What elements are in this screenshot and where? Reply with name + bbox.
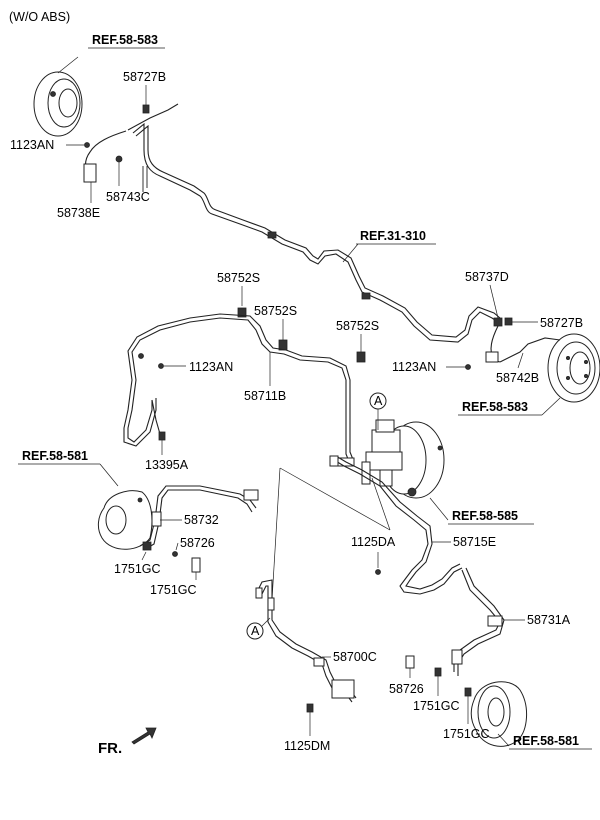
front-left-caliper — [97, 490, 153, 550]
leader-ref-585 — [429, 497, 449, 521]
ref-58-585: REF.58-585 — [452, 509, 518, 523]
ref-58-581-left: REF.58-581 — [22, 449, 88, 463]
ref-58-583-top: REF.58-583 — [92, 33, 158, 47]
label-1123AN-top: 1123AN — [10, 138, 54, 152]
leader-ref-bottom — [497, 733, 510, 747]
ref-58-583-right: REF.58-583 — [462, 400, 528, 414]
label-58752S-a: 58752S — [217, 271, 260, 285]
circle-a-bottom — [246, 622, 264, 640]
pipe-front-right — [333, 459, 463, 595]
leader-ref-right — [541, 397, 561, 416]
rear-left-drum — [33, 71, 83, 137]
label-58726-bottom: 58726 — [389, 682, 424, 696]
direction-label: FR. — [98, 740, 122, 757]
label-58711B: 58711B — [244, 389, 286, 403]
label-1751GC-d: 1751GC — [443, 727, 490, 741]
label-58727B-top: 58727B — [123, 70, 166, 84]
note-wo-abs: (W/O ABS) — [9, 10, 70, 24]
label-58715E: 58715E — [453, 535, 496, 549]
clip-58752S-b — [278, 339, 288, 351]
label-1123AN-right: 1123AN — [392, 360, 436, 374]
leader-ref-left — [99, 463, 119, 487]
label-58743C: 58743C — [106, 190, 150, 204]
label-58731A: 58731A — [527, 613, 571, 627]
pipe-front-main — [127, 317, 351, 465]
front-arrow-icon — [131, 727, 157, 745]
ref-31-310: REF.31-310 — [360, 229, 426, 243]
label-58752S-c: 58752S — [336, 319, 379, 333]
label-58726-left: 58726 — [180, 536, 215, 550]
circle-a-top-label: A — [374, 394, 383, 408]
bracket-58738E — [83, 163, 97, 183]
label-1123AN-mid: 1123AN — [189, 360, 233, 374]
pipe-rear-left-end — [127, 103, 179, 131]
label-58732: 58732 — [184, 513, 219, 527]
label-58727B-right: 58727B — [540, 316, 583, 330]
circle-a-bottom-label: A — [251, 624, 260, 638]
pipe-rear-main — [132, 122, 499, 343]
label-58700C: 58700C — [333, 650, 377, 664]
label-58737D: 58737D — [465, 270, 509, 284]
clip-58752S-c — [356, 351, 366, 363]
ref-58-581-bottom: REF.58-581 — [513, 734, 579, 748]
label-58738E: 58738E — [57, 206, 100, 220]
label-58742B: 58742B — [496, 371, 539, 385]
clip-58752S-a — [237, 307, 247, 318]
label-1125DA: 1125DA — [351, 535, 396, 549]
label-1751GC-c: 1751GC — [413, 699, 460, 713]
rear-right-drum — [547, 333, 600, 403]
label-1751GC-a: 1751GC — [114, 562, 161, 576]
clip-58727B-top — [142, 104, 150, 114]
label-1751GC-b: 1751GC — [150, 583, 197, 597]
front-right-caliper — [470, 681, 527, 747]
label-58752S-b: 58752S — [254, 304, 297, 318]
label-1125DM: 1125DM — [284, 739, 330, 753]
leader-ref-31-310 — [342, 243, 359, 263]
master-cylinder — [361, 419, 403, 487]
leader-ref-top — [57, 56, 79, 74]
label-13395A: 13395A — [145, 458, 189, 472]
